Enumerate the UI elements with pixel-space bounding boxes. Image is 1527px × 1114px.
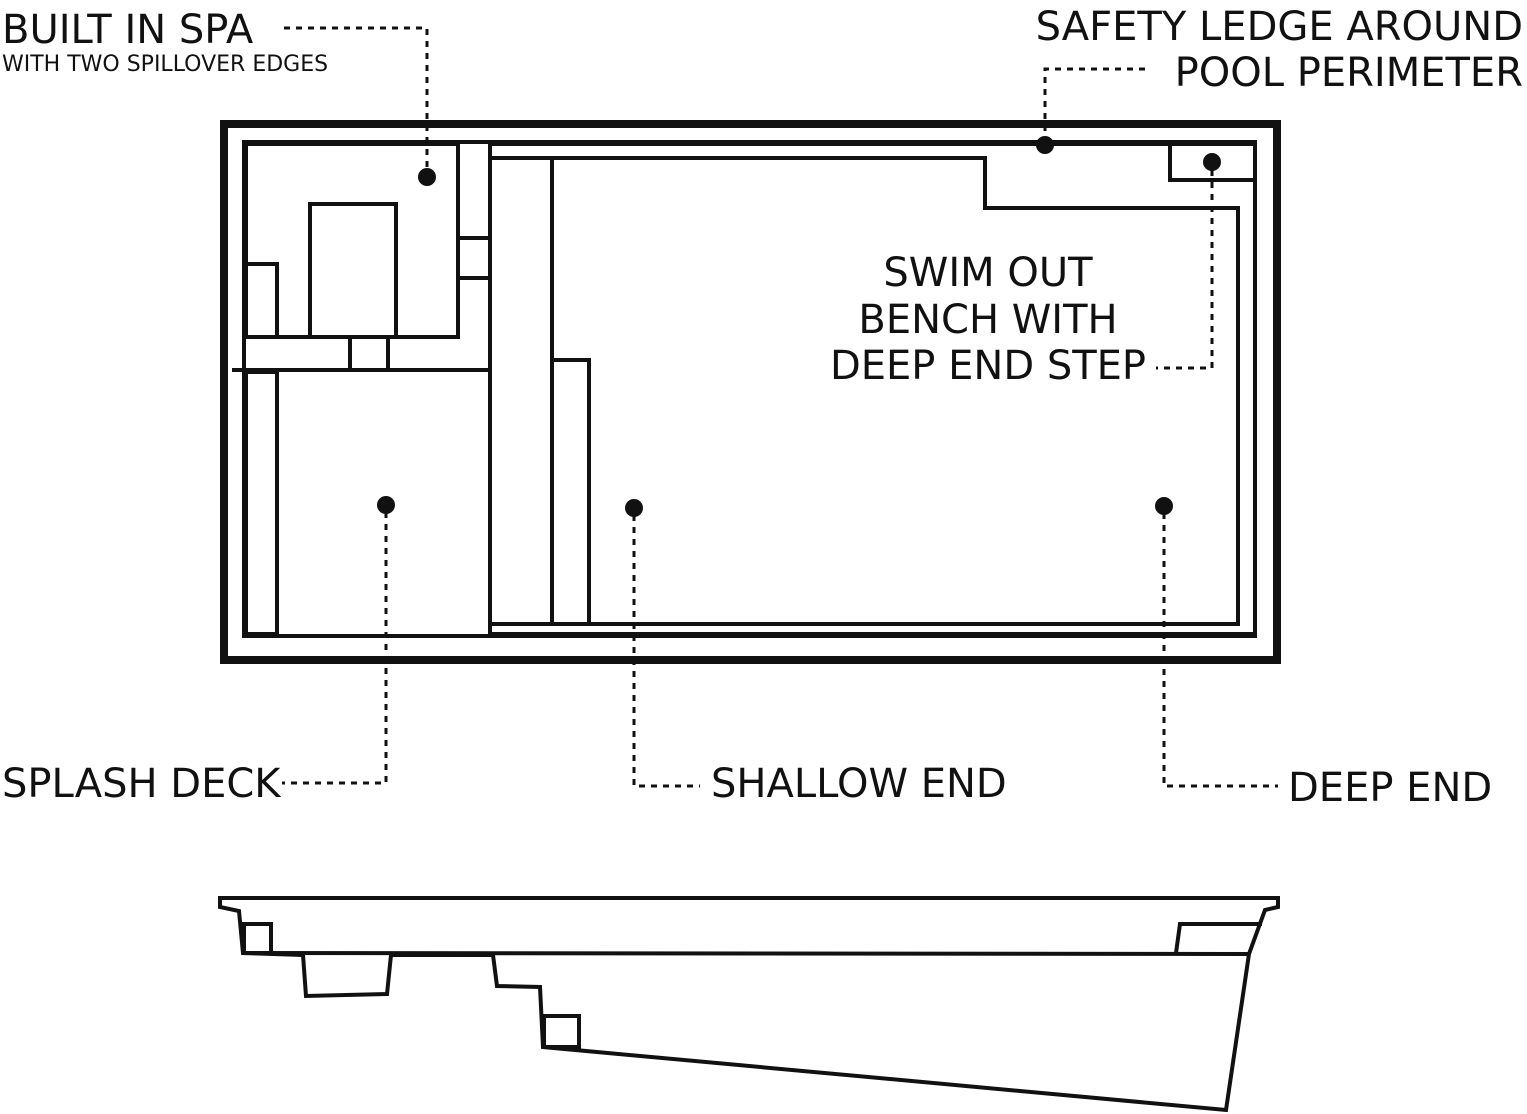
shallow-end-marker xyxy=(625,499,643,517)
pool-floor-outline xyxy=(488,156,1240,626)
pool-profile-ledge-line xyxy=(242,951,1250,956)
callout-safety-ledge xyxy=(1036,67,1145,154)
pool-profile-outline xyxy=(218,896,1280,1113)
pool-ledge-outline xyxy=(488,142,1257,636)
spa xyxy=(244,142,492,372)
splash-deck-marker xyxy=(377,496,395,514)
callout-splash-deck xyxy=(282,496,395,785)
callout-swim-out xyxy=(1156,153,1221,370)
deep-end-leader-line xyxy=(1162,513,1278,788)
pool-profile-view xyxy=(218,896,1280,1113)
deep-end-step xyxy=(1168,142,1257,182)
pool-plan-view xyxy=(220,120,1281,664)
deep-end-marker xyxy=(1155,497,1173,515)
callout-shallow-end xyxy=(625,499,700,788)
deep-end-label: DEEP END xyxy=(1288,765,1492,811)
shallow-end-leader-line xyxy=(632,515,700,788)
spa-leader-line xyxy=(284,26,429,170)
main-pool xyxy=(488,142,1257,636)
safety-ledge-label-line2: POOL PERIMETER xyxy=(1175,50,1523,96)
swim-out-label-line1: SWIM OUT xyxy=(883,250,1093,296)
profile-deep-end-step xyxy=(1174,922,1262,954)
splash-deck-leader-line xyxy=(282,512,388,785)
shallow-entry-steps xyxy=(550,158,591,624)
spa-spillover-edge-bottom xyxy=(348,335,390,372)
swim-out-leader-line xyxy=(1156,170,1214,370)
spa-seat xyxy=(308,202,398,339)
pool-outer-edge xyxy=(220,120,1281,664)
swim-out-marker xyxy=(1203,153,1221,171)
callout-deep-end xyxy=(1155,497,1278,788)
callout-spa xyxy=(284,26,436,186)
spa-title-label: BUILT IN SPA xyxy=(2,7,254,53)
shallow-end-label: SHALLOW END xyxy=(711,761,1007,807)
safety-ledge-leader-line xyxy=(1043,67,1145,138)
splash-deck-label: SPLASH DECK xyxy=(2,761,282,807)
profile-splash-step xyxy=(242,922,273,955)
spa-subtitle-label: WITH TWO SPILLOVER EDGES xyxy=(2,52,328,77)
swim-out-label-line2: BENCH WITH xyxy=(858,297,1117,343)
swim-out-label-line3: DEEP END STEP xyxy=(830,343,1146,389)
safety-ledge-label-line1: SAFETY LEDGE AROUND xyxy=(1036,4,1523,50)
safety-ledge-marker xyxy=(1036,136,1054,154)
spa-step xyxy=(244,262,279,339)
splash-deck-step xyxy=(244,370,279,636)
spa-marker xyxy=(418,168,436,186)
spa-spillover-edge-right xyxy=(456,236,492,280)
profile-shallow-step xyxy=(542,1014,581,1049)
